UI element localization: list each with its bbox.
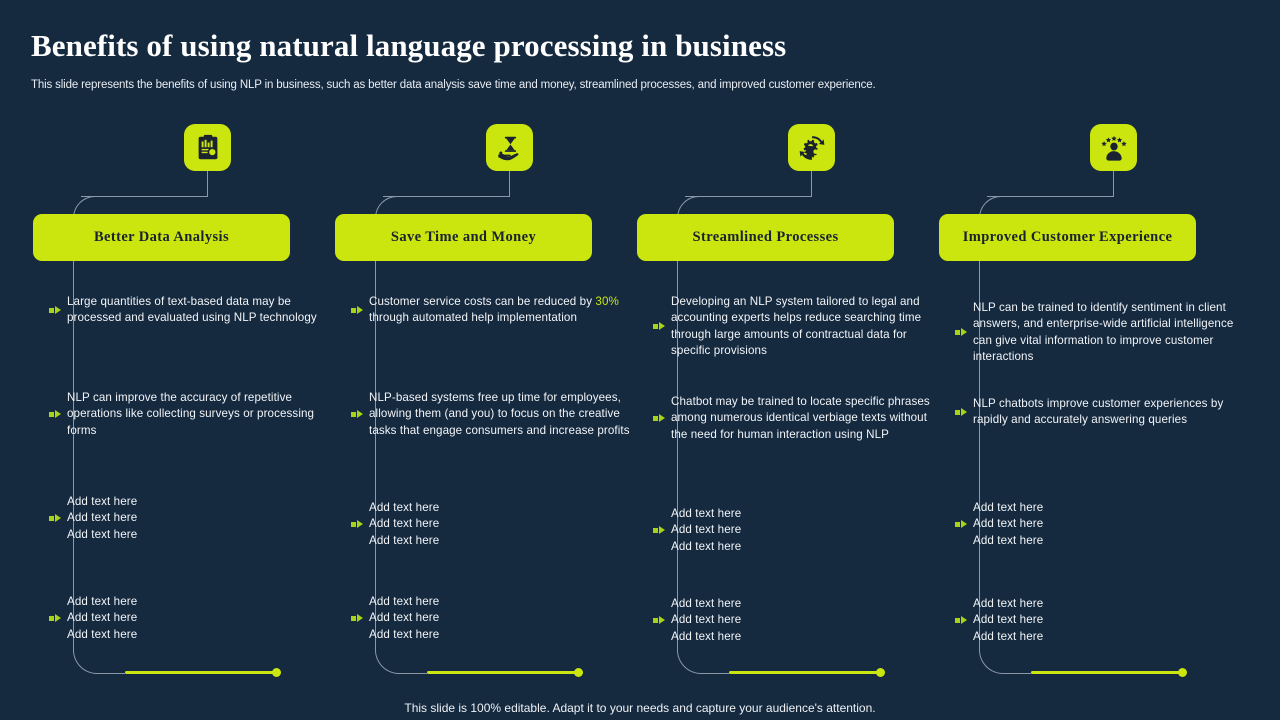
progress-line bbox=[729, 671, 881, 674]
progress-line bbox=[1031, 671, 1183, 674]
connector-elbow-bottom bbox=[677, 648, 703, 674]
benefit-bullet: Developing an NLP system tailored to leg… bbox=[653, 294, 933, 359]
connector-horizontal bbox=[81, 196, 208, 197]
connector-horizontal bbox=[987, 196, 1114, 197]
highlighted-stat: 30% bbox=[595, 295, 619, 308]
connector-rail bbox=[375, 218, 376, 650]
arrow-bullet-icon bbox=[653, 615, 667, 625]
benefit-bullet-text: NLP-based systems free up time for emplo… bbox=[369, 391, 630, 437]
benefit-bullet-text: NLP chatbots improve customer experience… bbox=[973, 397, 1224, 427]
arrow-bullet-icon bbox=[653, 413, 667, 423]
person-stars-icon bbox=[1090, 124, 1137, 171]
arrow-bullet-icon bbox=[653, 525, 667, 535]
progress-dot bbox=[1178, 668, 1187, 677]
benefit-title-label: Better Data Analysis bbox=[93, 229, 229, 245]
connector-tail bbox=[400, 673, 427, 674]
progress-dot bbox=[272, 668, 281, 677]
connector-horizontal bbox=[685, 196, 812, 197]
arrow-bullet-icon bbox=[351, 409, 365, 419]
connector-stub bbox=[509, 171, 510, 197]
hourglass-hand-icon bbox=[486, 124, 533, 171]
connector-elbow-bottom bbox=[979, 648, 1005, 674]
page-subtitle: This slide represents the benefits of us… bbox=[31, 79, 876, 91]
benefit-bullet: NLP can be trained to identify sentiment… bbox=[955, 300, 1235, 365]
clipboard-magnifier-icon bbox=[184, 124, 231, 171]
benefit-bullet-text: Large quantities of text-based data may … bbox=[67, 295, 317, 325]
arrow-bullet-icon bbox=[49, 409, 63, 419]
benefit-title-label: Improved Customer Experience bbox=[962, 229, 1173, 245]
progress-line bbox=[125, 671, 277, 674]
benefit-bullet-text: NLP can be trained to identify sentiment… bbox=[973, 301, 1234, 363]
benefit-title-label: Save Time and Money bbox=[390, 229, 537, 245]
slide-footer: This slide is 100% editable. Adapt it to… bbox=[404, 701, 876, 715]
benefit-title-pill[interactable]: Streamlined Processes bbox=[637, 214, 894, 261]
connector-tail bbox=[702, 673, 729, 674]
connector-tail bbox=[98, 673, 125, 674]
benefit-title-label: Streamlined Processes bbox=[692, 229, 839, 245]
arrow-bullet-icon bbox=[49, 613, 63, 623]
page-title: Benefits of using natural language proce… bbox=[31, 28, 787, 63]
benefit-bullet: NLP-based systems free up time for emplo… bbox=[351, 390, 631, 439]
arrow-bullet-icon bbox=[351, 519, 365, 529]
benefit-bullet: Chatbot may be trained to locate specifi… bbox=[653, 394, 933, 443]
connector-rail bbox=[979, 218, 980, 650]
benefit-bullet-text: Chatbot may be trained to locate specifi… bbox=[671, 395, 930, 441]
connector-elbow-bottom bbox=[73, 648, 99, 674]
benefit-bullet-text: Developing an NLP system tailored to leg… bbox=[671, 295, 922, 357]
benefit-title-pill[interactable]: Save Time and Money bbox=[335, 214, 592, 261]
benefit-title-pill[interactable]: Better Data Analysis bbox=[33, 214, 290, 261]
connector-elbow-bottom bbox=[375, 648, 401, 674]
arrow-bullet-icon bbox=[49, 305, 63, 315]
connector-horizontal bbox=[383, 196, 510, 197]
connector-rail bbox=[677, 218, 678, 650]
arrow-bullet-icon bbox=[955, 407, 969, 417]
connector-tail bbox=[1004, 673, 1031, 674]
connector-rail bbox=[73, 218, 74, 650]
connector-stub bbox=[1113, 171, 1114, 197]
benefit-bullet: NLP can improve the accuracy of repetiti… bbox=[49, 390, 329, 439]
benefit-bullet-text: NLP can improve the accuracy of repetiti… bbox=[67, 391, 315, 437]
arrow-bullet-icon bbox=[49, 513, 63, 523]
benefit-title-pill[interactable]: Improved Customer Experience bbox=[939, 214, 1196, 261]
benefit-bullet: NLP chatbots improve customer experience… bbox=[955, 396, 1235, 429]
connector-stub bbox=[811, 171, 812, 197]
arrow-bullet-icon bbox=[955, 328, 969, 337]
arrow-bullet-icon bbox=[351, 305, 365, 315]
progress-dot bbox=[574, 668, 583, 677]
gears-cycle-icon bbox=[788, 124, 835, 171]
progress-line bbox=[427, 671, 579, 674]
benefit-bullet: Large quantities of text-based data may … bbox=[49, 294, 329, 327]
arrow-bullet-icon bbox=[653, 322, 667, 331]
arrow-bullet-icon bbox=[955, 615, 969, 625]
arrow-bullet-icon bbox=[955, 519, 969, 529]
progress-dot bbox=[876, 668, 885, 677]
benefit-bullet: Customer service costs can be reduced by… bbox=[351, 294, 631, 327]
connector-stub bbox=[207, 171, 208, 197]
arrow-bullet-icon bbox=[351, 613, 365, 623]
benefit-bullet-text: Customer service costs can be reduced by… bbox=[369, 295, 619, 325]
